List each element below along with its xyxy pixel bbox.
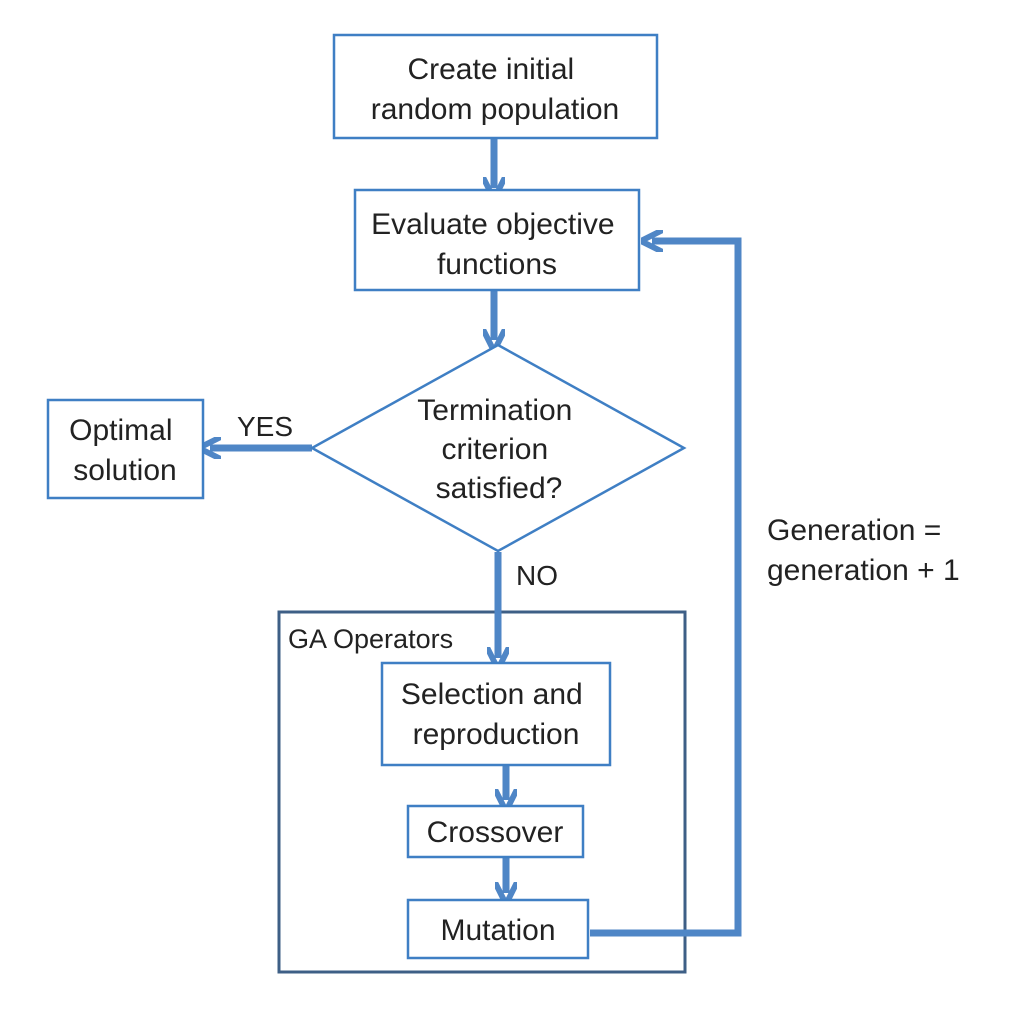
edge-label-yes: YES [237,411,293,442]
svg-text:Create initial random popu: Create initial random population [371,53,620,126]
node-termination-decision-line2: criterion [441,433,548,466]
ga-operators-label: GA Operators [288,624,453,654]
svg-text:Evaluate objective functio: Evaluate objective functions [371,208,623,281]
svg-text:Termination criterion: Termination criterion satisfied? [417,394,580,505]
node-termination-decision-line1: Termination [417,394,572,427]
edge-label-loop-line1: Generation = [767,514,941,547]
node-create-population-line2: random population [371,93,620,126]
node-crossover-label: Crossover [427,816,564,849]
node-optimal-solution-line1: Optimal [69,414,172,447]
node-selection-reproduction-line1: Selection and [401,678,583,711]
node-termination-decision [309,343,687,553]
svg-text:Selection and reproduction: Selection and reproduction [401,678,591,751]
arrow-loop-back [590,241,742,937]
svg-text:Optimal solution: Optimal solution [69,414,181,487]
node-evaluate-objectives-line2: functions [437,248,557,281]
node-optimal-solution [46,398,205,500]
edge-label-loop-line2: generation + 1 [767,554,960,587]
node-evaluate-objectives-line1: Evaluate objective [371,208,615,241]
node-create-population [332,33,659,140]
ga-operators-group [277,610,687,974]
node-termination-decision-line3: satisfied? [436,472,563,505]
node-mutation [406,898,590,960]
node-evaluate-objectives [353,188,641,292]
node-create-population-line1: Create initial [407,53,574,86]
svg-text:Generation = generation +: Generation = generation + 1 [767,514,960,587]
arrows [210,138,742,937]
node-selection-reproduction [380,661,612,767]
node-optimal-solution-line2: solution [73,454,176,487]
edge-label-no: NO [516,560,558,591]
node-crossover [406,804,585,859]
node-mutation-label: Mutation [440,914,555,947]
node-selection-reproduction-line2: reproduction [413,718,580,751]
